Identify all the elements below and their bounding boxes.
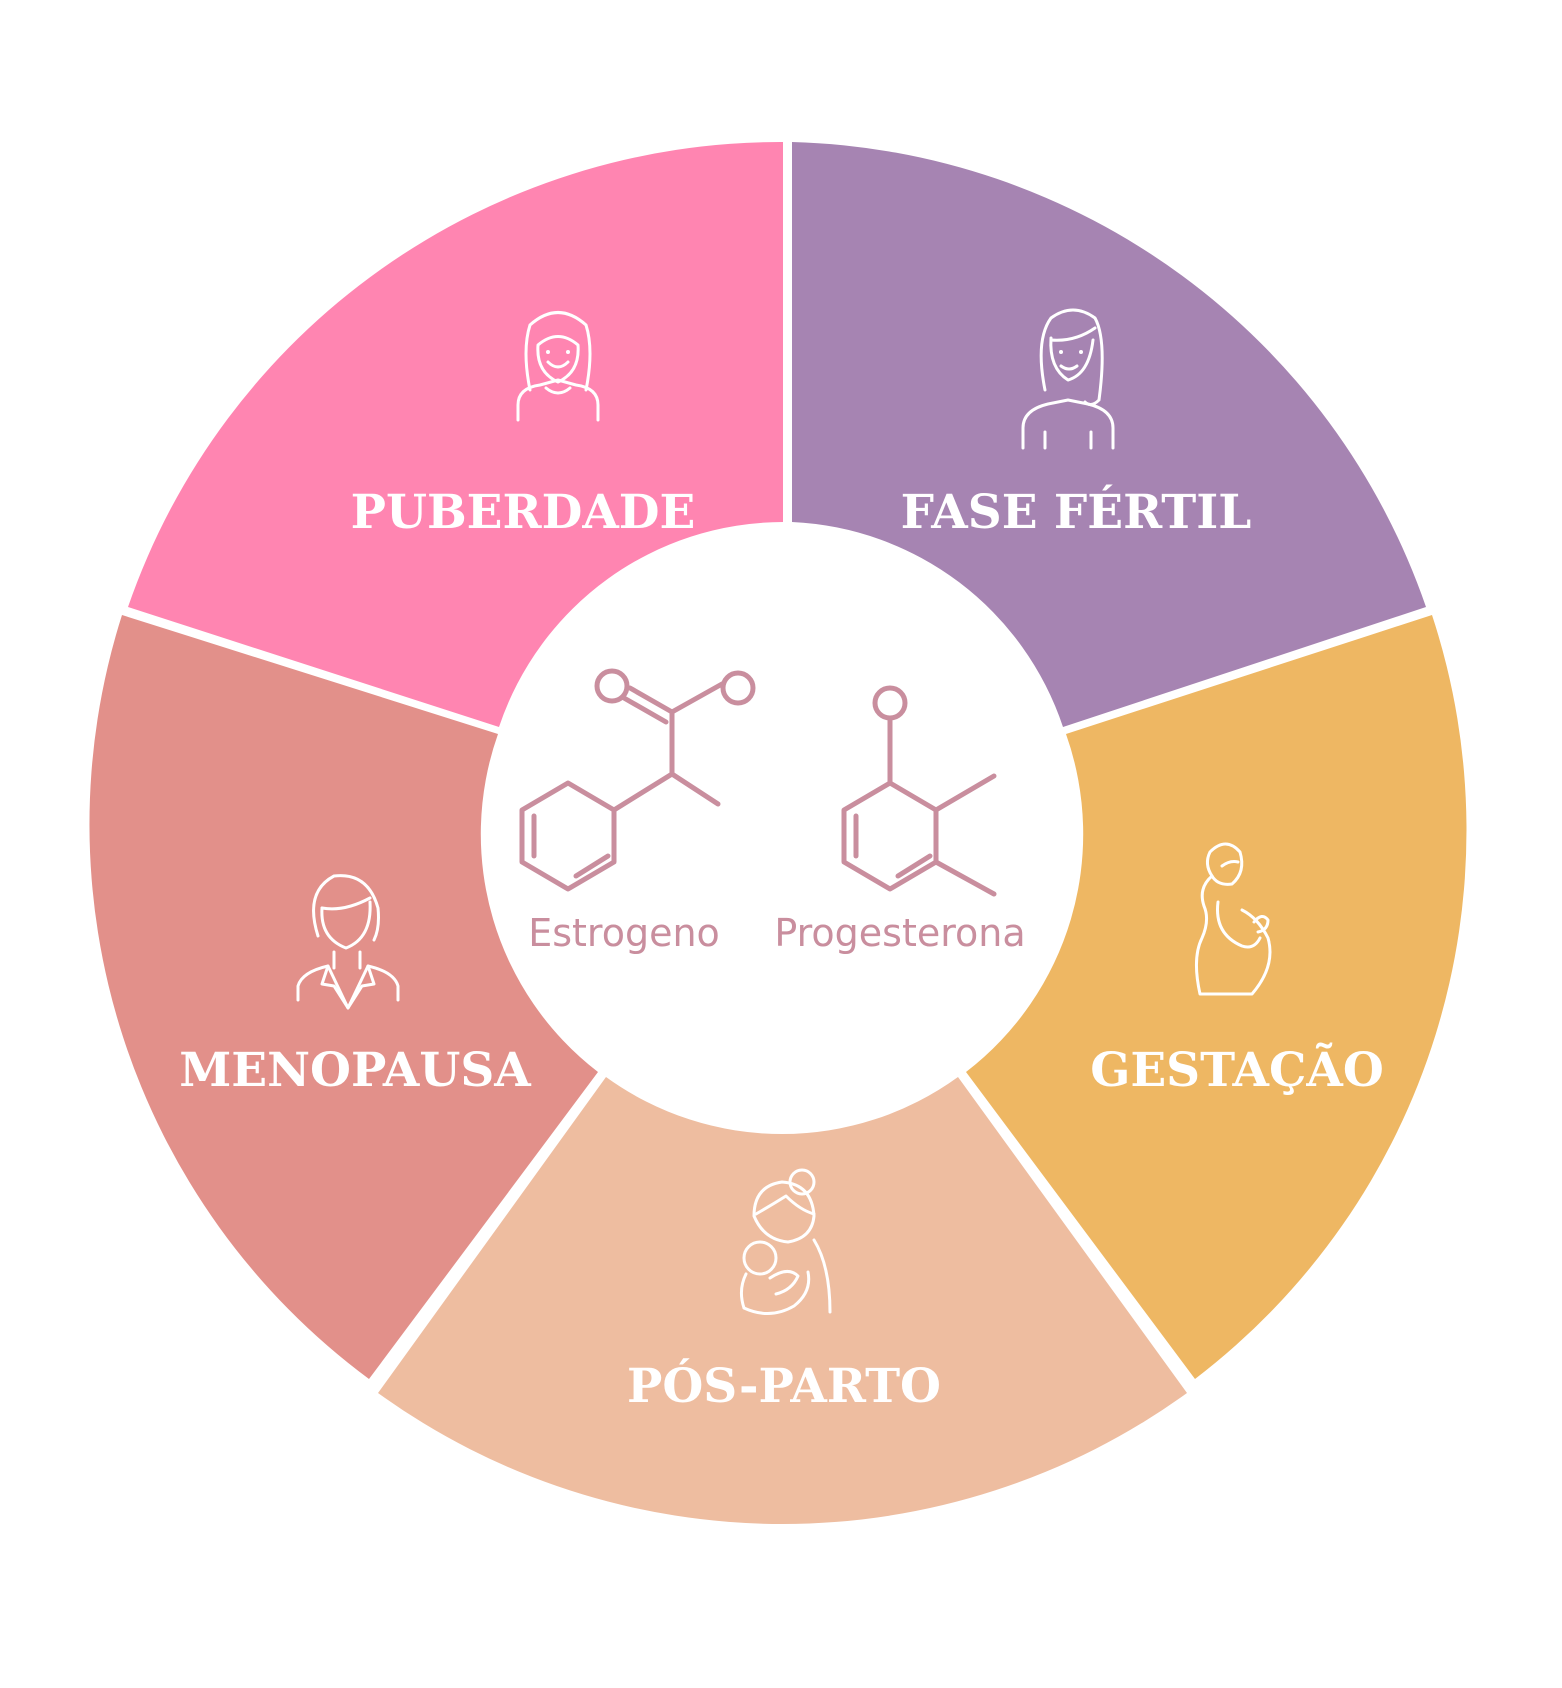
mother-baby-icon xyxy=(739,1168,832,1315)
segment-puberdade-label: PUBERDADE xyxy=(351,485,696,540)
pregnant-woman-icon xyxy=(1195,842,1272,996)
segment-pos-parto: PÓS-PARTO xyxy=(378,1077,1187,1525)
segment-fase-fertil: FASE FÉRTIL xyxy=(792,142,1426,727)
segment-pos-parto-shape xyxy=(378,1077,1187,1525)
segment-fase-fertil-shape xyxy=(792,142,1426,727)
estrogeno-label: Estrogeno xyxy=(528,911,720,955)
segment-puberdade-shape xyxy=(128,141,783,728)
hub-circle xyxy=(496,540,1072,1116)
progesterone-molecule-icon xyxy=(841,685,997,897)
progesterona-label: Progesterona xyxy=(774,911,1025,955)
hormones-hub: Estrogeno Progesterona xyxy=(496,540,1072,1116)
segment-gestacao-label: GESTAÇÃO xyxy=(1090,1042,1384,1098)
estrogen-molecule-icon xyxy=(519,668,756,892)
segment-fase-fertil-label: FASE FÉRTIL xyxy=(901,484,1252,540)
segment-puberdade: PUBERDADE xyxy=(128,141,783,728)
mature-woman-icon xyxy=(296,874,400,1010)
segment-pos-parto-label: PÓS-PARTO xyxy=(627,1358,941,1414)
segment-gestacao-shape xyxy=(966,615,1467,1379)
segment-menopausa-label: MENOPAUSA xyxy=(179,1043,531,1098)
segment-menopausa: MENOPAUSA xyxy=(89,615,599,1379)
girl-icon xyxy=(516,311,600,422)
segment-gestacao: GESTAÇÃO xyxy=(966,615,1467,1379)
woman-icon xyxy=(1021,308,1115,450)
